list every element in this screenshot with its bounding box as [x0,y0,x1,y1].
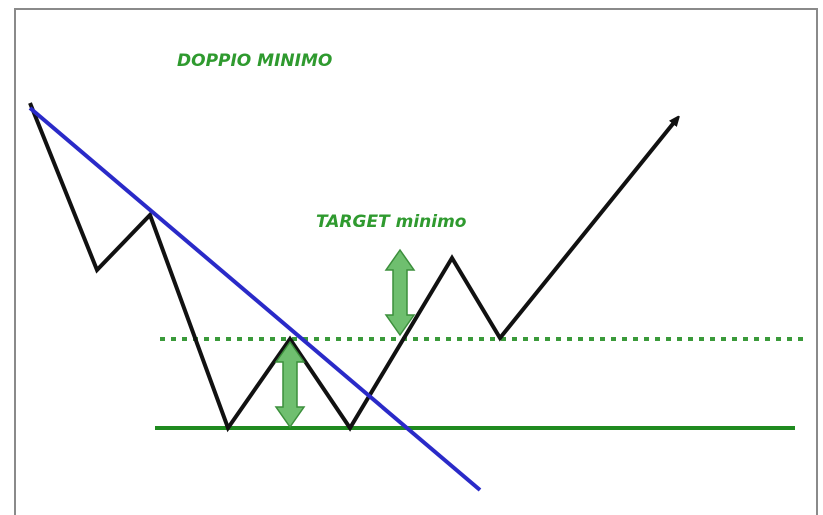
trend-line [28,106,482,492]
target-label: TARGET minimo [316,212,467,232]
price-line [28,102,676,433]
target-arrow [384,248,416,337]
diagram-frame [14,8,818,515]
diagram-title: DOPPIO MINIMO [177,51,332,71]
double-arrow-vertical-icon [384,248,416,337]
pattern-height-arrow [274,340,306,429]
double-arrow-vertical-icon [274,340,306,429]
